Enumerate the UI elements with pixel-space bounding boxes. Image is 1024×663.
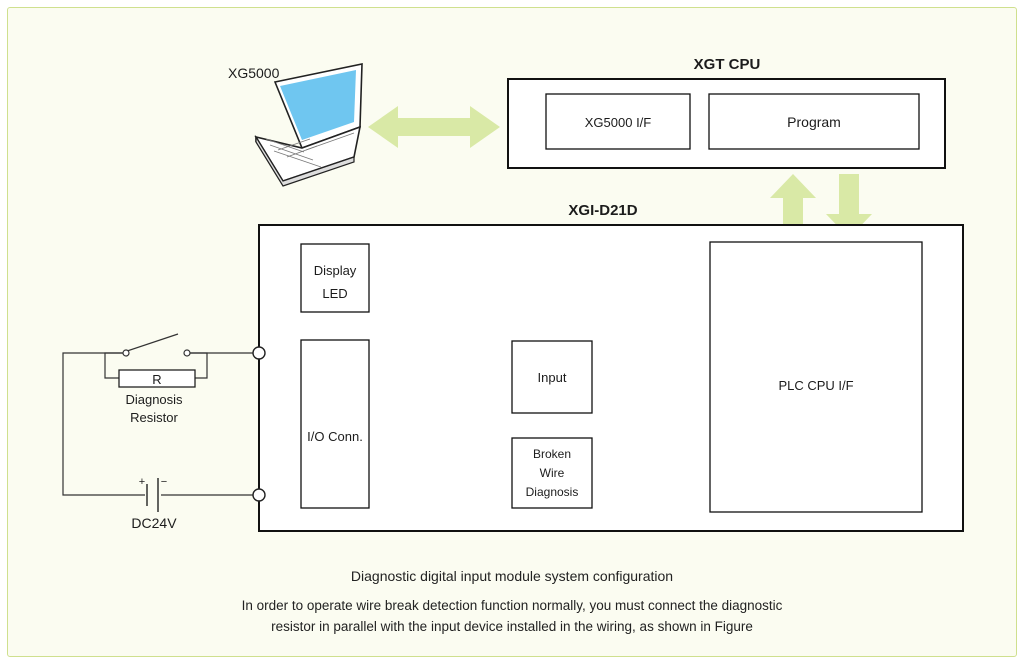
resistor-caption-line-2: Resistor	[130, 410, 178, 425]
display-led-line-1: Display	[314, 263, 357, 278]
battery-minus: −	[161, 476, 167, 488]
laptop-icon	[254, 63, 363, 187]
display-led-box	[300, 243, 370, 313]
xg5000-if-label: XG5000 I/F	[585, 115, 652, 130]
battery-plus: +	[139, 476, 145, 488]
xg5000-if-box	[545, 93, 691, 150]
broken-wire-line-3: Diagnosis	[526, 485, 579, 499]
caption-title: Diagnostic digital input module system c…	[350, 568, 674, 584]
io-conn-box	[300, 339, 370, 509]
broken-wire-box	[511, 437, 593, 509]
arrow-up-to-cpu	[770, 174, 816, 240]
laptop-label: XG5000	[228, 65, 280, 81]
external-circuit	[62, 333, 253, 496]
battery-icon	[146, 478, 159, 512]
program-box	[708, 93, 920, 150]
bidirectional-arrow-laptop-cpu	[368, 106, 500, 148]
plc-cpu-if-box	[709, 241, 923, 513]
program-label: Program	[787, 114, 841, 130]
module-title: XGI-D21D	[568, 202, 637, 219]
display-led-line-2: LED	[322, 286, 347, 301]
input-label: Input	[538, 370, 567, 385]
xgt-cpu-title: XGT CPU	[694, 56, 761, 73]
broken-wire-line-1: Broken	[533, 447, 571, 461]
caption-line-1: In order to operate wire break detection…	[241, 598, 783, 613]
caption-line-2: resistor in parallel with the input devi…	[271, 619, 753, 634]
resistor-caption-line-1: Diagnosis	[125, 392, 183, 407]
input-box	[511, 340, 593, 414]
arrow-down-from-cpu	[826, 174, 872, 238]
resistor-icon	[118, 369, 196, 388]
resistor-label: R	[152, 372, 161, 387]
io-conn-label: I/O Conn.	[307, 429, 363, 444]
supply-label: DC24V	[131, 515, 177, 531]
plc-cpu-if-label: PLC CPU I/F	[778, 378, 853, 393]
terminal-icon	[252, 346, 266, 502]
broken-wire-line-2: Wire	[540, 466, 565, 480]
